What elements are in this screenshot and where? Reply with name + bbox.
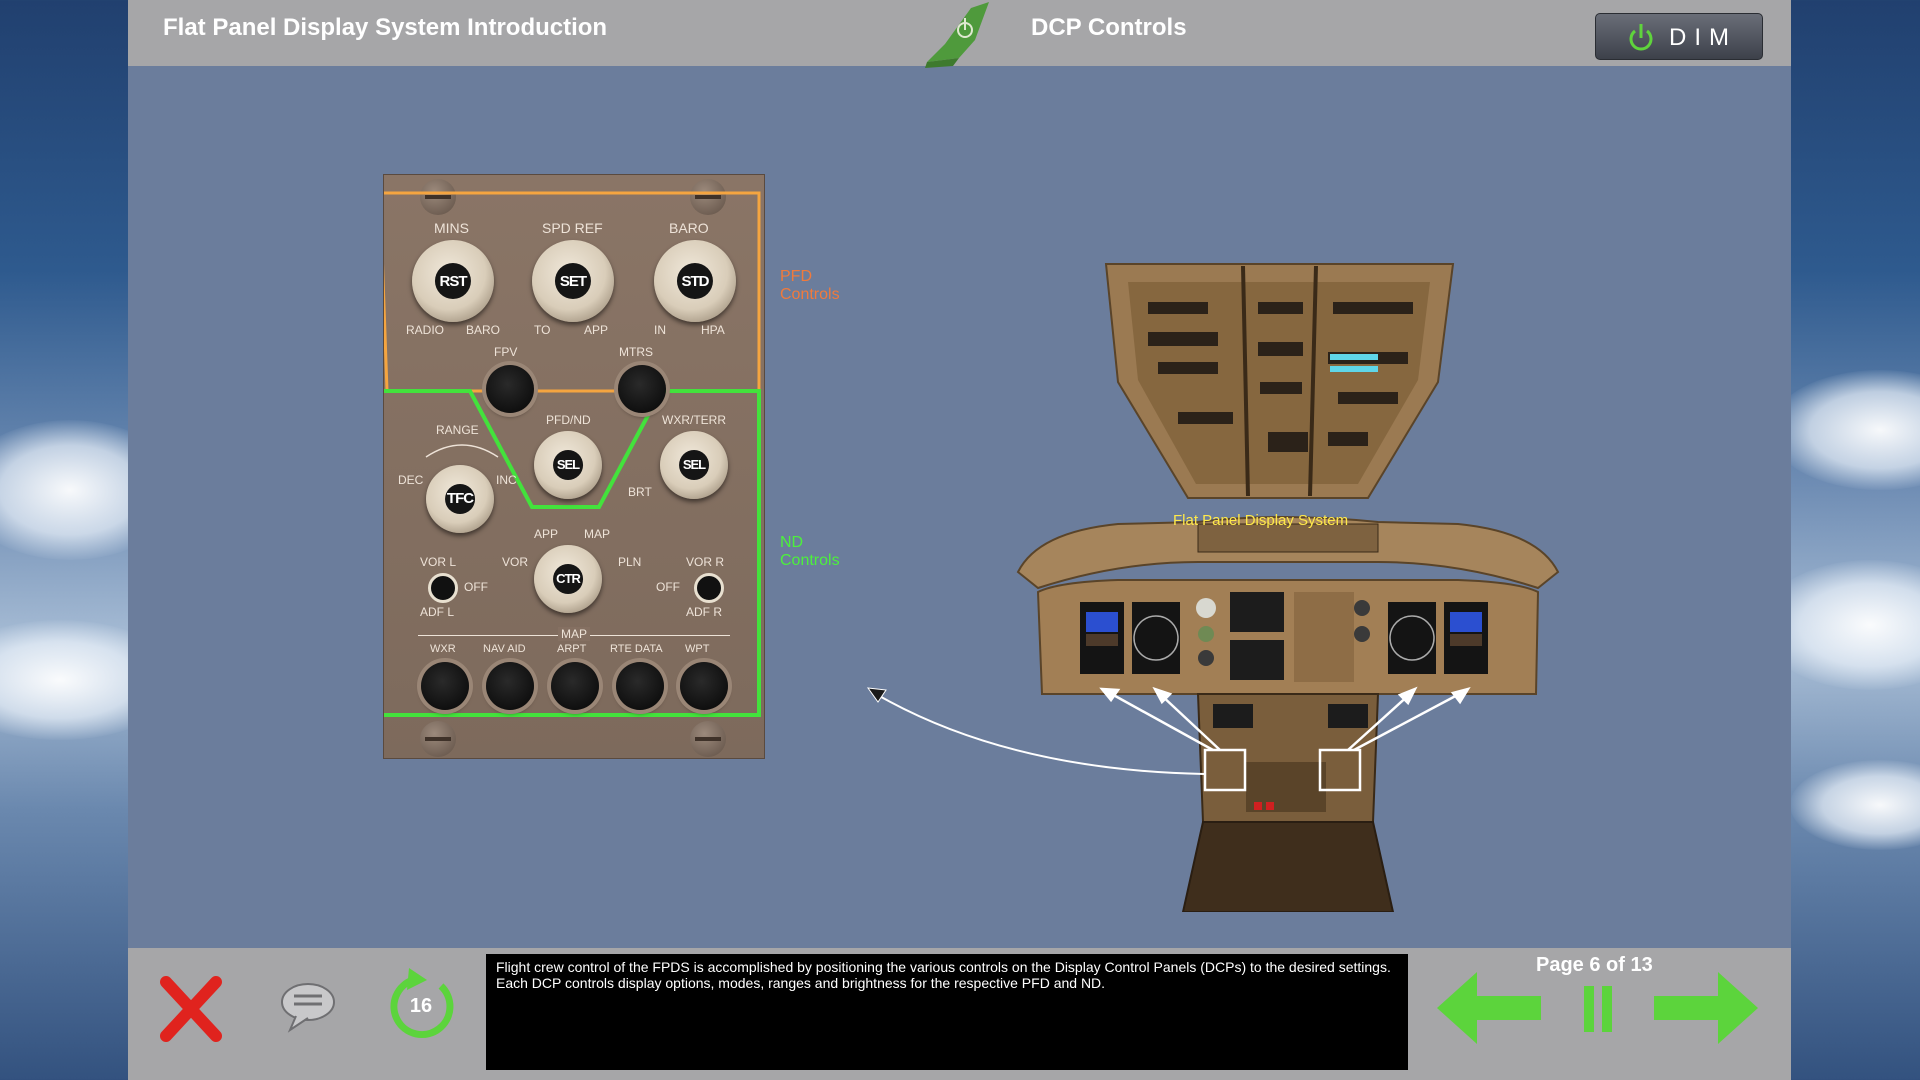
- adf-l-label: ADF L: [420, 605, 455, 619]
- rte-data-button-label: RTE DATA: [610, 643, 663, 655]
- nav-aid-button-label: NAV AID: [483, 643, 526, 655]
- course-window: Flat Panel Display System Introduction D…: [128, 0, 1791, 1080]
- bottom-bar: 16 Flight crew control of the FPDS is ac…: [128, 948, 1791, 1080]
- fpv-button[interactable]: [486, 365, 534, 413]
- mode-map-label: MAP: [584, 527, 611, 541]
- mtrs-button[interactable]: [618, 365, 666, 413]
- replay-button[interactable]: 16: [383, 968, 459, 1044]
- wxr-knob-cap: SEL: [679, 450, 709, 480]
- mode-pln-label: PLN: [618, 555, 642, 569]
- wpt-button-label: WPT: [685, 643, 710, 655]
- cloud: [1790, 760, 1920, 850]
- range-label: RANGE: [436, 423, 479, 437]
- vor-adf-left-switch[interactable]: [428, 573, 458, 603]
- nd-annotation-line1: ND: [780, 534, 804, 551]
- vor-l-label: VOR L: [420, 555, 457, 569]
- nd-mode-knob[interactable]: CTR: [534, 545, 602, 613]
- cockpit-illustration: [1016, 263, 1560, 912]
- baro-knob-cap: STD: [676, 262, 714, 300]
- baro-in-label: IN: [654, 323, 666, 337]
- mins-radio-label: RADIO: [406, 323, 445, 337]
- pfd-controls-annotation: PFD Controls: [780, 268, 840, 304]
- brt-label: BRT: [628, 485, 652, 499]
- cloud: [1770, 370, 1920, 490]
- range-arc-icon: [425, 444, 499, 458]
- range-dec-label: DEC: [398, 473, 424, 487]
- replay-count: 16: [409, 995, 433, 1017]
- dim-label: DIM: [1669, 24, 1737, 51]
- nd-mode-knob-cap: CTR: [553, 564, 583, 594]
- rte-data-button[interactable]: [616, 662, 664, 710]
- pfd-nd-knob-cap: SEL: [553, 450, 583, 480]
- adf-r-label: ADF R: [686, 605, 722, 619]
- mins-knob-cap: RST: [434, 262, 472, 300]
- baro-hpa-label: HPA: [701, 323, 725, 337]
- wxr-terr-select-knob[interactable]: SEL: [660, 431, 728, 499]
- nav-aid-button[interactable]: [486, 662, 534, 710]
- pause-icon[interactable]: [1580, 984, 1616, 1034]
- nd-controls-annotation: ND Controls: [780, 534, 840, 570]
- range-knob[interactable]: TFC: [426, 465, 494, 533]
- dim-button[interactable]: DIM: [1595, 13, 1763, 60]
- top-bar: Flat Panel Display System Introduction D…: [128, 0, 1791, 68]
- wxr-button[interactable]: [421, 662, 469, 710]
- arpt-button-label: ARPT: [557, 643, 587, 655]
- screw-icon: [420, 179, 456, 215]
- pfd-nd-select-knob[interactable]: SEL: [534, 431, 602, 499]
- mins-knob[interactable]: RST: [412, 240, 494, 322]
- mtrs-label: MTRS: [619, 345, 653, 359]
- spd-ref-knob[interactable]: SET: [532, 240, 614, 322]
- screw-icon: [690, 721, 726, 757]
- next-arrow-icon[interactable]: [1650, 966, 1762, 1046]
- wxr-terr-label: WXR/TERR: [662, 413, 726, 427]
- range-inc-label: INC: [496, 473, 517, 487]
- page-indicator: Page 6 of 13: [1536, 954, 1653, 976]
- vor-r-label: VOR R: [686, 555, 725, 569]
- fpv-label: FPV: [494, 345, 518, 359]
- mode-app-label: APP: [534, 527, 559, 541]
- transcript-speech-bubble-icon[interactable]: [278, 978, 338, 1034]
- airline-tail-logo-icon: [925, 2, 989, 68]
- spd-ref-label: SPD REF: [542, 220, 603, 236]
- fpds-label: Flat Panel Display System: [1173, 512, 1349, 529]
- caption-line-2: Each DCP controls display options, modes…: [496, 975, 1106, 991]
- page-title: DCP Controls: [1031, 14, 1187, 41]
- power-icon: [1629, 24, 1653, 51]
- map-group-label: MAP: [558, 627, 591, 641]
- course-title: Flat Panel Display System Introduction: [163, 14, 608, 41]
- pfd-annotation-line2: Controls: [780, 286, 840, 303]
- screw-icon: [420, 721, 456, 757]
- range-knob-cap: TFC: [445, 484, 475, 514]
- replay-icon: [390, 968, 454, 1038]
- nd-annotation-line2: Controls: [780, 552, 840, 569]
- baro-knob[interactable]: STD: [654, 240, 736, 322]
- spd-ref-knob-cap: SET: [554, 262, 592, 300]
- vor-adf-right-switch[interactable]: [694, 573, 724, 603]
- previous-arrow-icon[interactable]: [1433, 966, 1545, 1046]
- display-control-panel: MINS SPD REF BARO RST SET STD RADIO BARO…: [383, 174, 765, 759]
- pfd-annotation-line1: PFD: [780, 268, 812, 285]
- spd-app-label: APP: [584, 323, 609, 337]
- wxr-button-label: WXR: [430, 643, 456, 655]
- close-icon[interactable]: [158, 974, 224, 1044]
- off-right-label: OFF: [656, 580, 680, 594]
- caption-line-1: Flight crew control of the FPDS is accom…: [496, 959, 1391, 975]
- spd-to-label: TO: [534, 323, 551, 337]
- narration-caption: Flight crew control of the FPDS is accom…: [486, 954, 1408, 1070]
- wpt-button[interactable]: [680, 662, 728, 710]
- arpt-button[interactable]: [551, 662, 599, 710]
- mode-vor-label: VOR: [502, 555, 529, 569]
- mins-baro-label: BARO: [466, 323, 501, 337]
- baro-label: BARO: [669, 220, 709, 236]
- mins-label: MINS: [434, 220, 469, 236]
- off-left-label: OFF: [464, 580, 488, 594]
- dcp-callout-arrow-icon: [866, 687, 1205, 775]
- pfd-nd-label: PFD/ND: [546, 413, 591, 427]
- screw-icon: [690, 179, 726, 215]
